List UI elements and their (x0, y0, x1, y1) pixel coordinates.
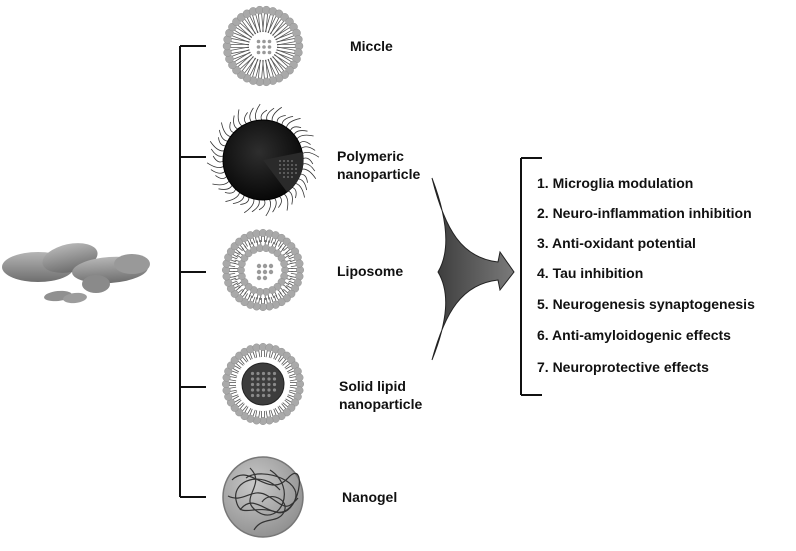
label-polymeric-nanoparticle: Polymeric nanoparticle (337, 148, 421, 182)
nanogel-icon (222, 456, 304, 538)
label-solid-lipid-nanoparticle: Solid lipid nanoparticle (339, 378, 423, 412)
effect-item: 3. Anti-oxidant potential (537, 235, 696, 251)
effects-bracket (520, 157, 542, 396)
effect-item: 1. Microglia modulation (537, 175, 694, 191)
liposome-icon (221, 228, 305, 312)
label-liposome: Liposome (337, 263, 404, 279)
carrier-bracket (179, 45, 206, 498)
solid-lipid-nanoparticle-icon (221, 343, 305, 426)
micelle-icon (222, 5, 304, 87)
effect-item: 5. Neurogenesis synaptogenesis (537, 296, 755, 312)
ginger-rhizome-icon (2, 243, 150, 304)
label-nanogel: Nanogel (342, 489, 398, 505)
label-miccle: Miccle (350, 38, 393, 54)
effect-item: 7. Neuroprotective effects (537, 359, 709, 375)
effect-item: 4. Tau inhibition (537, 265, 644, 281)
effect-item: 2. Neuro-inflammation inhibition (537, 205, 752, 221)
convergence-arrow (431, 177, 515, 361)
effect-item: 6. Anti-amyloidogenic effects (537, 327, 731, 343)
polymeric-nanoparticle-icon (206, 103, 320, 217)
